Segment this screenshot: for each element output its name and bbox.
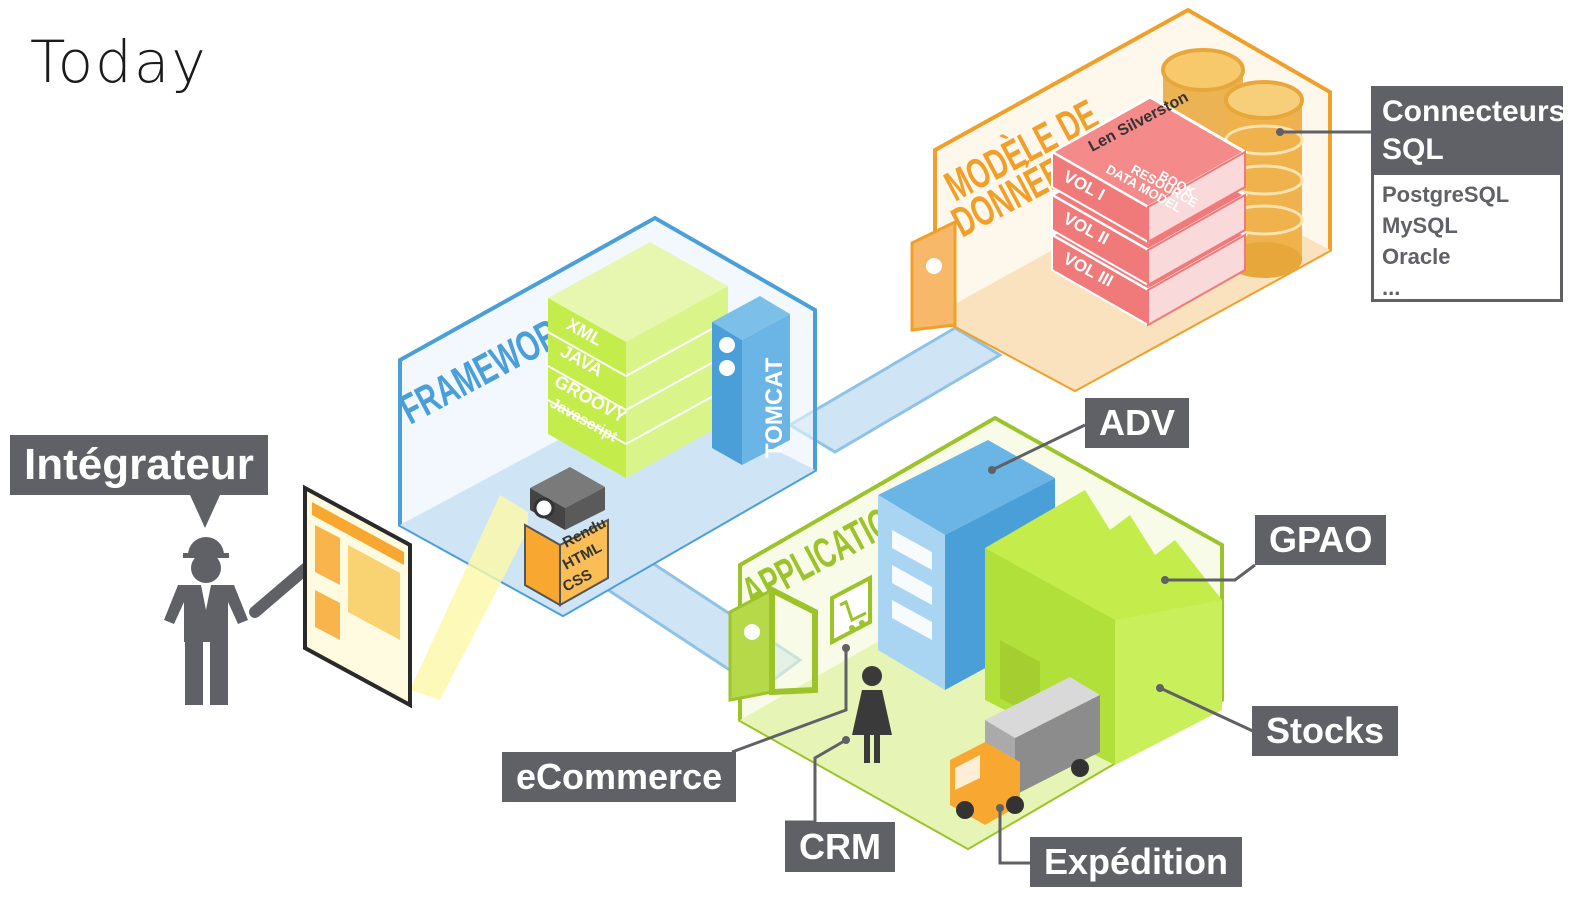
sql-connectors-title-2: SQL (1382, 133, 1444, 166)
projector-beam (410, 495, 528, 700)
label-crm: CRM (785, 822, 895, 872)
screen-mockup (303, 484, 412, 709)
sql-connectors-title-1: Connecteurs (1382, 95, 1566, 128)
sql-connectors-list: PostgreSQL MySQL Oracle ... (1374, 175, 1560, 307)
connector-item: Oracle (1382, 244, 1451, 269)
connector-item: PostgreSQL (1382, 182, 1510, 207)
language-stack: XML JAVA GROOVY Javascript (547, 242, 729, 478)
delivery-truck-icon (950, 677, 1100, 825)
fan-icon (719, 360, 735, 376)
shopping-cart-icon (830, 574, 872, 646)
connector-item: ... (1382, 275, 1401, 300)
label-ecommerce: eCommerce (502, 752, 737, 802)
page-title: Today (30, 28, 208, 96)
sql-connectors-panel: Connecteurs SQL PostgreSQL MySQL Oracle … (1371, 86, 1566, 302)
tomcat-server: TOMCAT (712, 296, 790, 465)
connector-item: MySQL (1382, 213, 1458, 238)
person-icon (852, 666, 892, 763)
label-stocks: Stocks (1252, 706, 1399, 756)
corridor-framework-data (787, 326, 1003, 454)
label-integrator: Intégrateur (10, 435, 268, 495)
applications-door (728, 587, 774, 702)
label-gpao: GPAO (1255, 515, 1387, 565)
label-adv: ADV (1085, 398, 1190, 448)
data-model-door (910, 219, 957, 332)
sql-connectors-header: Connecteurs SQL (1374, 89, 1566, 175)
tomcat-label: TOMCAT (761, 357, 788, 458)
label-expedition: Expédition (1030, 837, 1243, 887)
fan-icon (719, 337, 735, 353)
